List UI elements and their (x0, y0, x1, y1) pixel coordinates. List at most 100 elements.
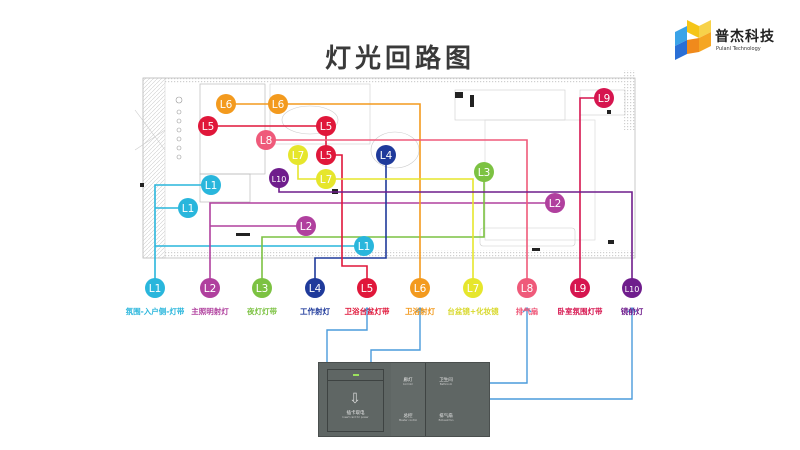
svg-text:L7: L7 (467, 283, 480, 295)
legend-label-l9: 卧室氛围灯带 (557, 307, 603, 316)
svg-text:L6: L6 (414, 283, 427, 295)
wire-l7 (326, 178, 474, 288)
wire-l4 (314, 155, 387, 288)
marker-l5: L5 (316, 116, 336, 136)
marker-l2: L2 (545, 193, 565, 213)
svg-text:L4: L4 (380, 150, 393, 162)
svg-text:L5: L5 (361, 283, 374, 295)
svg-text:L5: L5 (202, 121, 215, 133)
legend-label-l7: 台盆镜+化妆镜 (447, 307, 499, 316)
svg-text:L1: L1 (205, 180, 218, 192)
svg-text:L6: L6 (220, 99, 233, 111)
marker-l10: L10 (269, 168, 289, 188)
connector-line (466, 308, 633, 400)
marker-l1: L1 (354, 236, 374, 256)
legend-label-l2: 主照明射灯 (191, 307, 229, 316)
marker-l6: L6 (268, 94, 288, 114)
legend-label-l6: 卫浴射灯 (405, 307, 435, 316)
svg-text:L4: L4 (309, 283, 322, 295)
marker-l1: L1 (178, 198, 198, 218)
svg-text:L3: L3 (478, 167, 491, 179)
legend-marker-l1: L1 (145, 278, 165, 298)
legend-label-l8: 排气扇 (515, 307, 539, 316)
legend-label-l1: 氛围-入户侧-灯带 (125, 307, 185, 316)
marker-l4: L4 (376, 145, 396, 165)
company-logo: 普杰科技 Pulanl Technology (673, 18, 793, 62)
logo-cube-icon (675, 20, 711, 60)
arrowhead-icon (627, 307, 637, 313)
svg-text:L1: L1 (182, 203, 195, 215)
arrowhead-icon (522, 307, 532, 313)
legend-marker-l3: L3 (252, 278, 272, 298)
wire-l6 (226, 103, 421, 288)
connector-line (326, 308, 368, 380)
wire-l3 (261, 172, 485, 288)
svg-text:L3: L3 (256, 283, 269, 295)
legend-marker-l5: L5 (357, 278, 377, 298)
legend-label-l10: 镜前灯 (620, 307, 644, 316)
marker-l3: L3 (474, 162, 494, 182)
walls (134, 70, 636, 259)
legend-marker-l8: L8 (517, 278, 537, 298)
circuit-wires (154, 97, 633, 288)
marker-l2: L2 (296, 216, 316, 236)
wire-l5 (208, 125, 368, 288)
power-led (353, 374, 359, 376)
marker-l6: L6 (216, 94, 236, 114)
arrowhead-icon (415, 307, 425, 313)
svg-text:L5: L5 (320, 121, 333, 133)
wire-l2 (209, 202, 555, 288)
legend-marker-l7: L7 (463, 278, 483, 298)
svg-text:L8: L8 (521, 283, 534, 295)
legend-marker-l6: L6 (410, 278, 430, 298)
svg-text:L7: L7 (292, 150, 305, 162)
svg-text:L1: L1 (358, 241, 371, 253)
svg-text:L10: L10 (272, 175, 287, 184)
wire-l9 (579, 97, 604, 288)
legend-marker-l2: L2 (200, 278, 220, 298)
wire-l10 (278, 178, 633, 288)
legend-label-l5: 卫浴台盆灯带 (344, 307, 390, 316)
svg-text:L2: L2 (204, 283, 217, 295)
svg-text:L1: L1 (149, 283, 162, 295)
socket-icons (175, 96, 183, 160)
marker-l5: L5 (198, 116, 218, 136)
page-title: 灯光回路图 (324, 44, 475, 74)
svg-text:L10: L10 (625, 285, 640, 294)
svg-text:L6: L6 (272, 99, 285, 111)
arrowhead-icon (362, 307, 372, 313)
legend-marker-l10: L10 (622, 278, 642, 298)
svg-text:L9: L9 (574, 283, 587, 295)
svg-text:L5: L5 (320, 150, 333, 162)
legend-marker-l4: L4 (305, 278, 325, 298)
marker-l5: L5 (316, 145, 336, 165)
wire-l8 (266, 139, 528, 288)
marker-l1: L1 (201, 175, 221, 195)
svg-text:L7: L7 (320, 174, 333, 186)
marker-l7: L7 (316, 169, 336, 189)
legend-label-l4: 工作射灯 (300, 307, 330, 316)
svg-text:L2: L2 (549, 198, 562, 210)
marker-l9: L9 (594, 88, 614, 108)
marker-l8: L8 (256, 130, 276, 150)
logo-name: 普杰科技 (715, 29, 775, 45)
legend-marker-l9: L9 (570, 278, 590, 298)
logo-subtitle: Pulanl Technology (716, 46, 761, 52)
svg-text:L2: L2 (300, 221, 313, 233)
marker-l7: L7 (288, 145, 308, 165)
svg-text:L8: L8 (260, 135, 273, 147)
legend-label-l3: 夜灯灯带 (247, 307, 277, 316)
wire-l1 (154, 184, 211, 288)
